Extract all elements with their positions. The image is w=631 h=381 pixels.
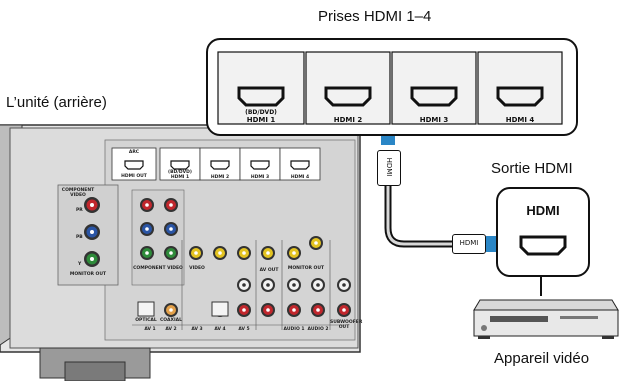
callout-hdmi1-sub-label: (BD/DVD) <box>245 109 277 116</box>
panel-hdmi4-label: HDMI 4 <box>290 175 310 180</box>
callout-hdmi1-label: HDMI 1 <box>246 116 276 124</box>
panel-component-video-2-label: COMPONENT VIDEO <box>133 266 183 271</box>
component-jacks-av <box>131 189 185 286</box>
panel-av1-label: AV 1 <box>144 327 156 332</box>
panel-hdmi-out-label: HDMI OUT <box>121 174 147 179</box>
panel-subwoofer-out-label: SUBWOOFER OUT <box>330 320 363 330</box>
panel-av4-label: AV 4 <box>214 327 226 332</box>
panel-av5-label: AV 5 <box>238 327 250 332</box>
hdmi-jacks-callout: (BD/DVD) HDMI 1 HDMI 2 HDMI 3 HDMI 4 <box>206 38 578 136</box>
device-hdmi-title: HDMI <box>526 203 560 218</box>
hdmi-jacks-title: Prises HDMI 1–4 <box>318 8 432 25</box>
optical-jacks <box>137 301 229 317</box>
video-jacks <box>189 236 323 260</box>
panel-pr-label: PR <box>76 208 83 213</box>
device-hdmi-port <box>519 235 567 256</box>
cable-plug-top-label: HDMI <box>385 157 393 177</box>
panel-component-video-label: COMPONENT VIDEO <box>61 188 95 198</box>
audio-jacks <box>164 278 351 317</box>
panel-audio2-label: AUDIO 2 <box>307 327 329 332</box>
panel-bd-dvd-label: (BD/DVD) <box>168 170 192 175</box>
panel-hdmi-row <box>111 147 321 181</box>
panel-hdmi3-label: HDMI 3 <box>250 175 270 180</box>
callout-ports-drawing <box>217 51 563 125</box>
callout-hdmi3-label: HDMI 3 <box>419 116 449 124</box>
component-jacks-left <box>84 197 100 267</box>
panel-monitor-out-2-label: MONITOR OUT <box>287 266 325 271</box>
cable-plug-right-label: HDMI <box>459 239 479 247</box>
panel-av2-label: AV 2 <box>165 327 177 332</box>
cable-plug-right: HDMI <box>452 234 486 254</box>
cable-plug-top: HDMI <box>377 150 401 186</box>
panel-av3-label: AV 3 <box>191 327 203 332</box>
hdmi-output-title: Sortie HDMI <box>491 160 573 177</box>
panel-arc-label: ARC <box>128 150 140 155</box>
panel-coaxial-label: COAXIAL <box>160 318 182 323</box>
hdmi-cable <box>384 171 456 248</box>
video-device <box>473 299 619 339</box>
device-hdmi-callout: HDMI <box>496 187 590 277</box>
callout-hdmi4-label: HDMI 4 <box>505 116 535 124</box>
panel-hdmi1-label: HDMI 1 <box>170 175 190 180</box>
callout-hdmi2-label: HDMI 2 <box>333 116 363 124</box>
panel-optical-label: OPTICAL <box>135 318 157 323</box>
panel-audio1-label: AUDIO 1 <box>283 327 305 332</box>
unit-rear-label: L’unité (arrière) <box>6 94 107 111</box>
video-device-label: Appareil vidéo <box>494 350 590 367</box>
panel-y-label: Y <box>78 262 82 267</box>
panel-monitor-out-label: MONITOR OUT <box>69 272 107 277</box>
panel-video-label: VIDEO <box>189 266 205 271</box>
panel-av-out-label: AV OUT <box>259 268 279 273</box>
panel-hdmi2-label: HDMI 2 <box>210 175 230 180</box>
panel-pb-label: PB <box>76 235 83 240</box>
